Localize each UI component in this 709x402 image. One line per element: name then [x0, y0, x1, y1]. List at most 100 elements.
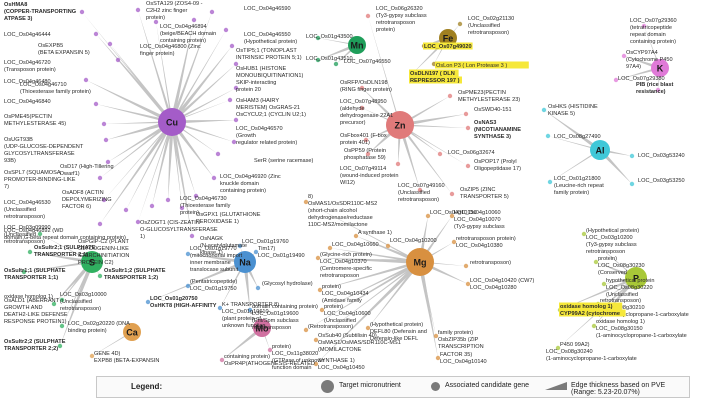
gene-label: LOC_Os01g21800 — [554, 176, 601, 182]
gene-node-Mn-1 — [315, 57, 321, 63]
gene-label: LOC_Os07g48950 — [340, 99, 387, 105]
edge-Cu-11 — [100, 120, 174, 224]
edge-Cu-16 — [171, 30, 226, 123]
gene-label: dehydrogenase 22A1 — [340, 113, 393, 119]
gene-label: (Hypothetical protein) — [244, 39, 297, 45]
gene-label: LOC_Os04g10450 — [318, 365, 365, 371]
gene-label: LOC_Os08g30150 — [596, 326, 643, 332]
gene-label: OsMAS1/OsSDR110C-MS2 — [308, 201, 377, 207]
gene-label: LOC_Os01g19750 — [190, 286, 237, 292]
gene-label: SYNTHASE 3) — [474, 134, 511, 140]
gene-label: (N-acetylglutamate — [200, 243, 247, 249]
gene-label: TRANSPORTER 5) — [460, 194, 509, 200]
gene-label: OsCYCU2;1 (CYCLIN U2;1) — [236, 112, 306, 118]
gene-node-Cu-14 — [191, 17, 197, 23]
gene-label: LOC_Os07g29360 — [630, 18, 677, 24]
gene-node-Na-6 — [217, 305, 223, 311]
gene-label: LOC_Os04g46550 — [244, 32, 291, 38]
hub-Cu[interactable] — [158, 108, 186, 136]
edge-Zn-4 — [399, 114, 466, 127]
gene-node-K-1 — [621, 53, 627, 59]
gene-node-Zn-5 — [363, 137, 369, 143]
gene-node-Na-0 — [237, 243, 243, 249]
edge-Cu-7 — [106, 119, 173, 140]
hub-label-Mo: Mo — [256, 324, 269, 334]
hub-P[interactable] — [625, 267, 647, 289]
gene-label: (Unclassified — [4, 207, 36, 213]
hub-Mg[interactable] — [406, 248, 434, 276]
gene-label: family protein) — [438, 330, 473, 336]
gene-label: LOC_Os04g10060 — [454, 210, 501, 216]
edge-Cu-21 — [171, 120, 236, 124]
gene-label: protein) — [180, 210, 199, 216]
gene-node-Zn-3 — [359, 105, 365, 111]
edge-Mg-9 — [322, 261, 421, 310]
gene-label: LOC_Os04g10200 — [390, 238, 437, 244]
gene-label: LOC_Os04g10660 — [332, 242, 379, 248]
edge-Cu-10 — [104, 121, 173, 200]
gene-label: FACTOR 35) — [440, 352, 472, 358]
edge-Na-1 — [188, 254, 246, 264]
gene-label: (tetratricopeptide — [630, 25, 672, 31]
gene-label: LOC_Os07g46550 — [344, 59, 391, 65]
gene-label: OsPME23(PECTIN — [458, 90, 506, 96]
hub-Zn[interactable] — [386, 111, 414, 139]
edge-Al-1 — [544, 110, 602, 152]
gene-node-Cu-4 — [83, 77, 89, 83]
hub-Na[interactable] — [234, 251, 256, 273]
gene-label: OsSTA129 (ZOS4-09 - — [146, 1, 203, 7]
gene-label: OsZIP5 (ZINC — [460, 187, 495, 193]
hub-S[interactable] — [81, 251, 103, 273]
gene-node-Al-2 — [629, 153, 635, 159]
gene-node-Zn-0 — [365, 13, 371, 19]
gene-node-Cu-3 — [115, 57, 121, 63]
gene-label: retrotransposon — [320, 273, 359, 279]
gene-node-Mg-11 — [465, 281, 471, 287]
gene-label: LOC_Os01g43510 — [306, 56, 353, 62]
legend-edge-label: Edge thickness based on PVE (Range: 5.23… — [571, 382, 666, 396]
gene-node-Cu-27 — [165, 197, 171, 203]
gene-node-Cu-25 — [193, 193, 199, 199]
gene-node-Cu-7 — [103, 137, 109, 143]
gene-node-Cu-19 — [233, 85, 239, 91]
gene-highlight — [559, 302, 623, 310]
gene-label: (plant protein of — [222, 316, 261, 322]
gene-label: OsHKS (HISTIDINE — [548, 104, 598, 110]
gene-label: OsPR4P(ATHOGENESIS-RELATED — [224, 361, 315, 367]
gene-node-Al-1 — [541, 107, 547, 113]
gene-node-Cu-29 — [123, 207, 129, 213]
gene-highlight — [559, 309, 626, 317]
edge-S-0 — [40, 234, 93, 263]
gene-nodes-layer — [21, 7, 661, 367]
hub-Ca[interactable] — [123, 323, 141, 341]
gene-node-Zn-6 — [465, 125, 471, 131]
hub-Al[interactable] — [590, 140, 610, 160]
gene-label: (Unclassified — [60, 299, 92, 305]
hub-Mn[interactable] — [348, 36, 366, 54]
gene-label: LOC_Os04g10140 — [440, 359, 487, 365]
gene-label: finger protein) — [140, 51, 175, 57]
gene-label: (wound-induced protein — [340, 173, 398, 179]
gene-label: (1-aminocyclopropane-1-carboxylate — [596, 333, 687, 339]
gene-node-Cu-17 — [229, 43, 235, 49]
gene-node-Ca-0 — [89, 353, 95, 359]
edge-Cu-18 — [170, 64, 236, 124]
gene-node-Zn-9 — [437, 151, 443, 157]
gene-label: dehydrogenase/reductase — [308, 215, 373, 221]
gene-node-Mg-14 — [313, 361, 319, 367]
gene-label: (Growth — [236, 133, 256, 139]
hub-Mo[interactable] — [253, 319, 271, 337]
gene-label: domain,G-beta repeat domain containing p… — [4, 235, 126, 241]
gene-node-Mg-3 — [385, 243, 391, 249]
hub-K[interactable] — [651, 59, 669, 77]
gene-label: (short-chain alcohol — [308, 208, 357, 214]
gene-label: LOC_Os01g19610 — [222, 309, 269, 315]
gene-label: GROWTH AND — [4, 305, 43, 311]
gene-node-Zn-2 — [447, 93, 453, 99]
gene-label: containing protein) — [630, 39, 676, 45]
gene-node-Na-2 — [253, 249, 259, 255]
gene-label: resistance) — [636, 89, 666, 95]
gene-label: PEROXIDASE 1) — [196, 219, 239, 225]
gene-node-Cu-21 — [233, 117, 239, 123]
gene-label: retrotransposon) — [4, 239, 45, 245]
